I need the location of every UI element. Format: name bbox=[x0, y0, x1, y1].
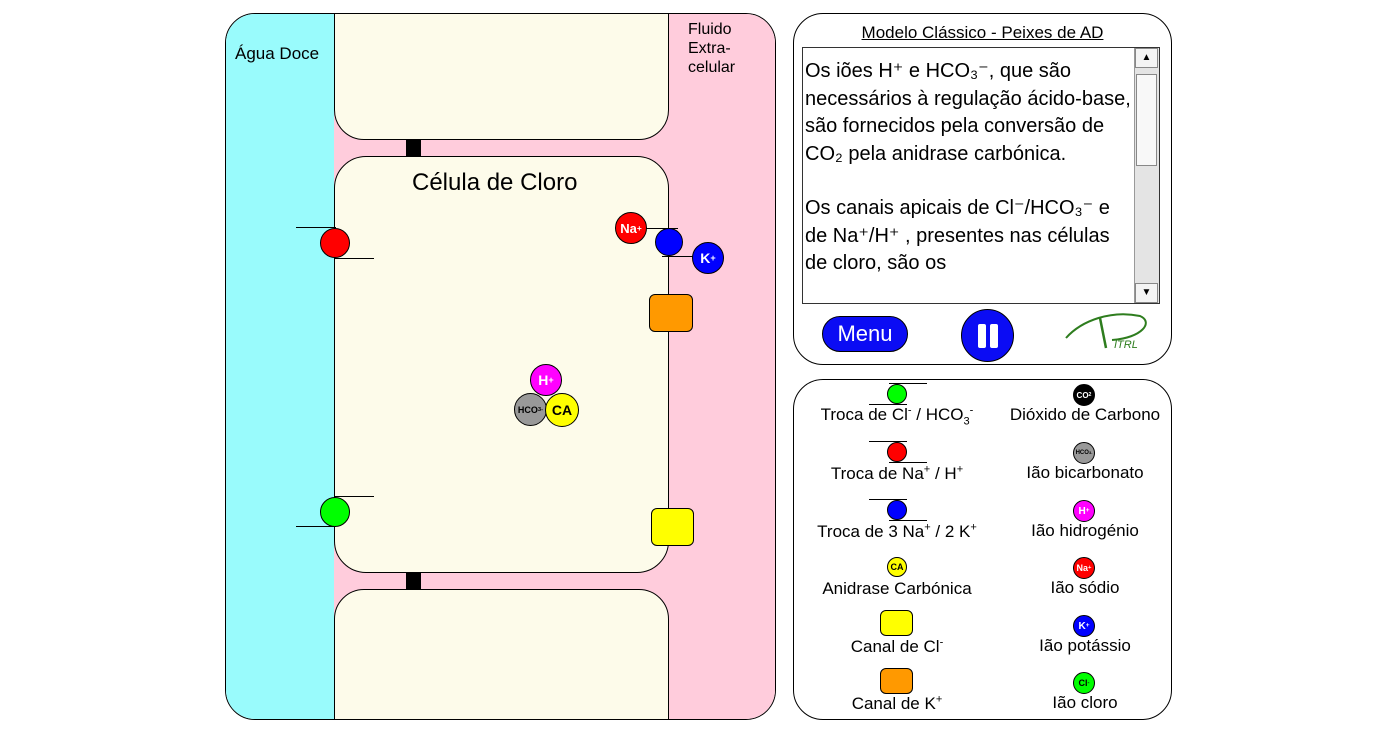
legend-line bbox=[869, 499, 907, 500]
description-textbox[interactable]: Os iões H⁺ e HCO₃⁻, que são necessários … bbox=[802, 47, 1160, 304]
carbonic-anhydrase: CA bbox=[545, 393, 579, 427]
svg-text:ITRL: ITRL bbox=[1114, 339, 1138, 351]
legend-potassium-icon: K+ bbox=[1073, 615, 1095, 637]
scroll-up-icon[interactable]: ▲ bbox=[1135, 48, 1158, 68]
legend-label-na-h: Troca de Na+ / H+ bbox=[830, 463, 964, 483]
legend-cl-channel-icon bbox=[880, 610, 913, 636]
legend-na-k-pump-icon bbox=[887, 500, 907, 520]
sodium-ion: Na+ bbox=[615, 212, 647, 244]
potassium-ion: K+ bbox=[692, 242, 724, 274]
legend-line bbox=[869, 404, 907, 405]
legend-na-h-exchanger-icon bbox=[887, 442, 907, 462]
hydrogen-ion: H+ bbox=[530, 364, 562, 396]
cell-title: Célula de Cloro bbox=[412, 169, 578, 196]
k-channel[interactable] bbox=[649, 294, 693, 332]
chloride-cell bbox=[334, 156, 669, 573]
legend-label-co2: Dióxido de Carbono bbox=[1009, 405, 1161, 424]
legend-label-cl-hco3: Troca de Cl- / HCO3- bbox=[820, 404, 974, 428]
model-title: Modelo Clássico - Peixes de AD bbox=[861, 23, 1104, 42]
legend-ca-icon: CA bbox=[887, 557, 907, 577]
paragraph-1: Os iões H⁺ e HCO₃⁻, que são necessários … bbox=[805, 60, 1131, 165]
pause-button[interactable] bbox=[961, 309, 1014, 362]
scroll-down-icon[interactable]: ▼ bbox=[1135, 283, 1158, 303]
legend-label-sodium: Ião sódio bbox=[1050, 578, 1120, 597]
description-text: Os iões H⁺ e HCO₃⁻, que são necessários … bbox=[805, 58, 1135, 278]
simulation-panel: Água Doce Fluido Extra- celular Célula d… bbox=[225, 13, 776, 720]
lower-cell bbox=[334, 589, 669, 719]
legend-chloride-icon: Cl- bbox=[1073, 672, 1095, 694]
upper-cell bbox=[334, 14, 669, 140]
scroll-thumb[interactable] bbox=[1136, 74, 1157, 166]
exchanger-line bbox=[334, 258, 374, 259]
menu-button[interactable]: Menu bbox=[822, 316, 908, 352]
extracellular-label: Fluido Extra- celular bbox=[688, 21, 736, 76]
legend-label-na-k: Troca de 3 Na+ / 2 K+ bbox=[817, 521, 977, 541]
legend-hydrogen-icon: H+ bbox=[1073, 500, 1095, 522]
legend-line bbox=[889, 520, 927, 521]
legend-label-bicarbonate: Ião bicarbonato bbox=[1026, 463, 1144, 482]
legend-line bbox=[889, 462, 927, 463]
freshwater-label: Água Doce bbox=[235, 44, 320, 63]
legend-line bbox=[869, 441, 907, 442]
legend-cl-hco3-exchanger-icon bbox=[887, 384, 907, 404]
scrollbar[interactable]: ▲ ▼ bbox=[1134, 48, 1159, 303]
legend-line bbox=[889, 383, 927, 384]
cl-channel[interactable] bbox=[651, 508, 694, 546]
legend-label-k-channel: Canal de K+ bbox=[851, 693, 943, 713]
tight-junction-top bbox=[406, 140, 421, 156]
legend-label-hydrogen: Ião hidrogénio bbox=[1031, 521, 1139, 540]
legend-label-cl-channel: Canal de Cl- bbox=[850, 636, 944, 656]
legend-label-ca: Anidrase Carbónica bbox=[822, 579, 972, 598]
legend-sodium-icon: Na+ bbox=[1073, 557, 1095, 579]
legend-panel: Troca de Cl- / HCO3- Troca de Na+ / H+ T… bbox=[793, 379, 1172, 720]
exchanger-line bbox=[296, 526, 336, 527]
cl-hco3-exchanger[interactable] bbox=[320, 497, 350, 527]
tight-junction-bottom bbox=[406, 573, 421, 589]
pump-line bbox=[638, 228, 678, 229]
na-k-pump[interactable] bbox=[655, 228, 683, 256]
legend-label-potassium: Ião potássio bbox=[1039, 636, 1131, 655]
legend-label-chloride: Ião cloro bbox=[1052, 693, 1118, 712]
na-h-exchanger[interactable] bbox=[320, 228, 350, 258]
exchanger-line bbox=[334, 496, 374, 497]
pump-line bbox=[662, 256, 702, 257]
legend-k-channel-icon bbox=[880, 668, 913, 694]
freshwater-zone bbox=[226, 14, 334, 719]
itrl-logo: ITRL bbox=[1062, 310, 1154, 357]
info-panel: Modelo Clássico - Peixes de AD Os iões H… bbox=[793, 13, 1172, 365]
paragraph-2: Os canais apicais de Cl⁻/HCO₃⁻ e de Na⁺/… bbox=[805, 197, 1110, 274]
exchanger-line bbox=[296, 227, 336, 228]
